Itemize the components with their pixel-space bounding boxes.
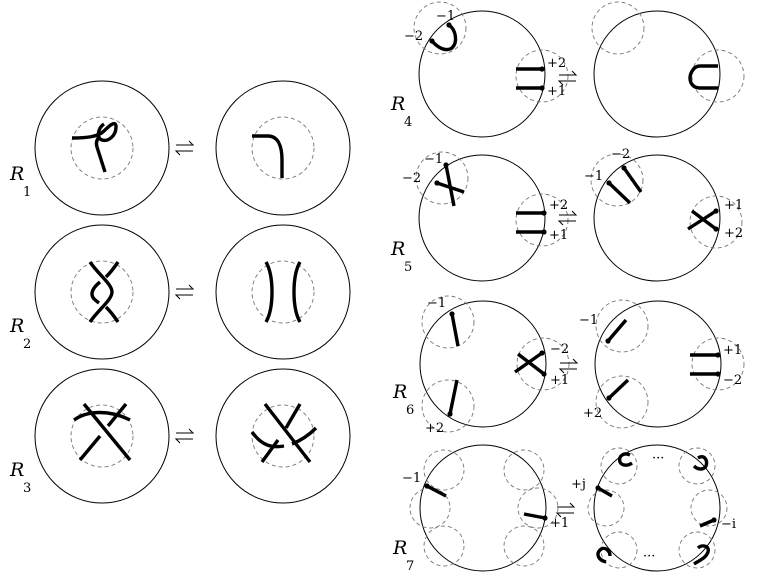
endpoint-dot: [606, 395, 612, 401]
endpoint-dot: [539, 85, 545, 91]
move-label-r5: R 5: [390, 238, 412, 275]
svg-text:−i: −i: [721, 517, 736, 532]
svg-text:+1: +1: [547, 84, 566, 99]
endpoint-dot: [542, 515, 548, 521]
r2-right-disk: [215, 224, 351, 360]
svg-text:3: 3: [23, 481, 31, 496]
endpoint-dot: [595, 485, 601, 491]
r7-left-disk: −1 +1: [402, 444, 569, 572]
endpoint-dot: [449, 311, 455, 317]
r6-right-disk: −1 +2 +1 −2: [579, 299, 745, 429]
endpoint-dot: [541, 229, 547, 235]
svg-text:+j: +j: [571, 477, 586, 492]
endpoint-dot: [541, 210, 547, 216]
svg-text:+1: +1: [549, 228, 568, 243]
svg-text:R: R: [9, 459, 24, 481]
svg-text:+2: +2: [549, 198, 568, 213]
svg-text:···: ···: [652, 451, 664, 466]
endpoint-dot: [424, 483, 430, 489]
svg-text:−1: −1: [579, 313, 598, 328]
svg-text:−2: −2: [723, 373, 742, 388]
move-label-r6: R 6: [392, 381, 414, 418]
r2-equivalence-arrow: [175, 284, 194, 300]
r7-right-disk: +j −i ··· ···: [571, 444, 736, 572]
move-r7: R 7 −1 +1: [392, 444, 736, 574]
r7-equivalence-arrow: [556, 502, 575, 518]
svg-text:−2: −2: [402, 171, 421, 186]
move-label-r7: R 7: [392, 537, 414, 574]
move-label-r4: R 4: [390, 93, 412, 130]
svg-text:+1: +1: [550, 516, 569, 531]
endpoint-dot: [606, 180, 612, 186]
endpoint-dot: [541, 371, 547, 377]
move-r2: R 2: [9, 224, 351, 360]
svg-text:R: R: [9, 315, 24, 337]
endpoint-dot: [715, 371, 721, 377]
endpoint-dot: [443, 162, 449, 168]
endpoint-dot: [434, 180, 440, 186]
svg-text:4: 4: [404, 115, 412, 130]
endpoint-dot: [539, 66, 545, 72]
svg-text:−2: −2: [611, 147, 630, 162]
move-r6: R 6 −1 +2 −2 +1: [392, 295, 745, 436]
r2-left-disk: [34, 224, 170, 360]
svg-text:+1: +1: [550, 373, 569, 388]
svg-text:R: R: [390, 93, 405, 115]
svg-text:−2: −2: [404, 29, 423, 44]
r1-left-disk: [34, 80, 170, 216]
endpoint-dot: [429, 38, 435, 44]
svg-text:2: 2: [23, 337, 31, 352]
r3-equivalence-arrow: [175, 428, 194, 444]
move-r4: R 4 −1 −2 +2 +1: [390, 1, 745, 138]
svg-text:R: R: [392, 381, 407, 403]
move-label-r1: R 1: [9, 163, 31, 200]
endpoint-dot: [713, 226, 719, 232]
r4-left-disk: −1 −2 +2 +1: [404, 1, 569, 138]
svg-text:+2: +2: [583, 406, 602, 421]
endpoint-dot: [715, 352, 721, 358]
svg-text:R: R: [392, 537, 407, 559]
svg-text:+2: +2: [724, 226, 743, 241]
move-label-r2: R 2: [9, 315, 31, 352]
svg-text:6: 6: [406, 403, 414, 418]
endpoint-dot: [447, 411, 453, 417]
svg-text:+1: +1: [723, 343, 742, 358]
endpoint-dot: [605, 338, 611, 344]
svg-text:1: 1: [23, 185, 31, 200]
svg-text:−1: −1: [436, 9, 455, 24]
r1-right-disk: [215, 80, 351, 216]
svg-text:+2: +2: [547, 56, 566, 71]
r5-left-disk: −1 −2 +2 +1: [402, 151, 569, 282]
svg-text:−1: −1: [424, 152, 443, 167]
endpoint-dot: [711, 517, 717, 523]
svg-text:−1: −1: [402, 471, 421, 486]
move-label-r3: R 3: [9, 459, 31, 496]
move-r5: R 5 −1 −2 +2 +1: [390, 147, 743, 282]
svg-text:−2: −2: [550, 342, 569, 357]
svg-text:+1: +1: [724, 198, 743, 213]
endpoint-dot: [539, 350, 545, 356]
r4-right-disk: [591, 1, 745, 138]
svg-text:5: 5: [404, 260, 412, 275]
move-r3: R 3: [9, 368, 351, 504]
r5-right-disk: −2 −1 +1 +2: [584, 147, 743, 282]
svg-text:−1: −1: [584, 169, 603, 184]
endpoint-dot: [713, 208, 719, 214]
svg-text:R: R: [9, 163, 24, 185]
r1-equivalence-arrow: [175, 140, 194, 156]
svg-text:R: R: [390, 238, 405, 260]
move-r1: R 1: [9, 80, 351, 216]
r3-right-disk: [215, 368, 351, 504]
svg-text:7: 7: [406, 559, 414, 574]
svg-text:−1: −1: [427, 296, 446, 311]
r3-left-disk: [34, 368, 170, 504]
svg-text:+2: +2: [425, 421, 444, 436]
endpoint-dot: [446, 22, 452, 28]
svg-text:···: ···: [643, 549, 655, 564]
endpoint-dot: [621, 165, 627, 171]
r6-left-disk: −1 +2 −2 +1: [419, 295, 570, 436]
